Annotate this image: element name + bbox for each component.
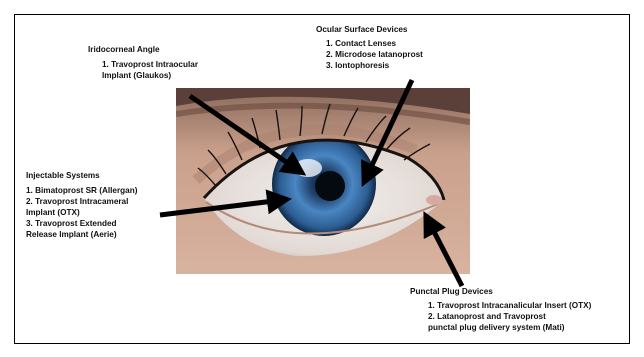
injectable-item: 3. Travoprost Extended bbox=[26, 218, 137, 229]
injectable-item: Release Implant (Aerie) bbox=[26, 229, 137, 240]
ocular-surface-item: 1. Contact Lenses bbox=[316, 38, 423, 49]
eye-image bbox=[176, 88, 470, 274]
ocular-surface-title: Ocular Surface Devices bbox=[316, 24, 423, 35]
iridocorneal-title: Iridocorneal Angle bbox=[88, 44, 198, 55]
label-injectable: Injectable Systems 1. Bimatoprost SR (Al… bbox=[26, 170, 137, 240]
ocular-surface-item: 3. Iontophoresis bbox=[316, 60, 423, 71]
injectable-item: 2. Travoprost Intracameral bbox=[26, 196, 137, 207]
ocular-surface-item: 2. Microdose latanoprost bbox=[316, 49, 423, 60]
injectable-title: Injectable Systems bbox=[26, 170, 137, 181]
label-punctal: Punctal Plug Devices 1. Travoprost Intra… bbox=[410, 286, 591, 333]
punctal-title: Punctal Plug Devices bbox=[410, 286, 591, 297]
punctal-item: punctal plug delivery system (Mati) bbox=[410, 322, 591, 333]
iridocorneal-item: 1. Travoprost Intraocular bbox=[88, 59, 198, 70]
injectable-item: 1. Bimatoprost SR (Allergan) bbox=[26, 185, 137, 196]
iridocorneal-item: Implant (Glaukos) bbox=[88, 70, 198, 81]
punctal-item: 2. Latanoprost and Travoprost bbox=[410, 311, 591, 322]
label-iridocorneal: Iridocorneal Angle 1. Travoprost Intraoc… bbox=[88, 44, 198, 81]
label-ocular-surface: Ocular Surface Devices 1. Contact Lenses… bbox=[316, 24, 423, 71]
injectable-item: Implant (OTX) bbox=[26, 207, 137, 218]
punctal-item: 1. Travoprost Intracanalicular Insert (O… bbox=[410, 300, 591, 311]
